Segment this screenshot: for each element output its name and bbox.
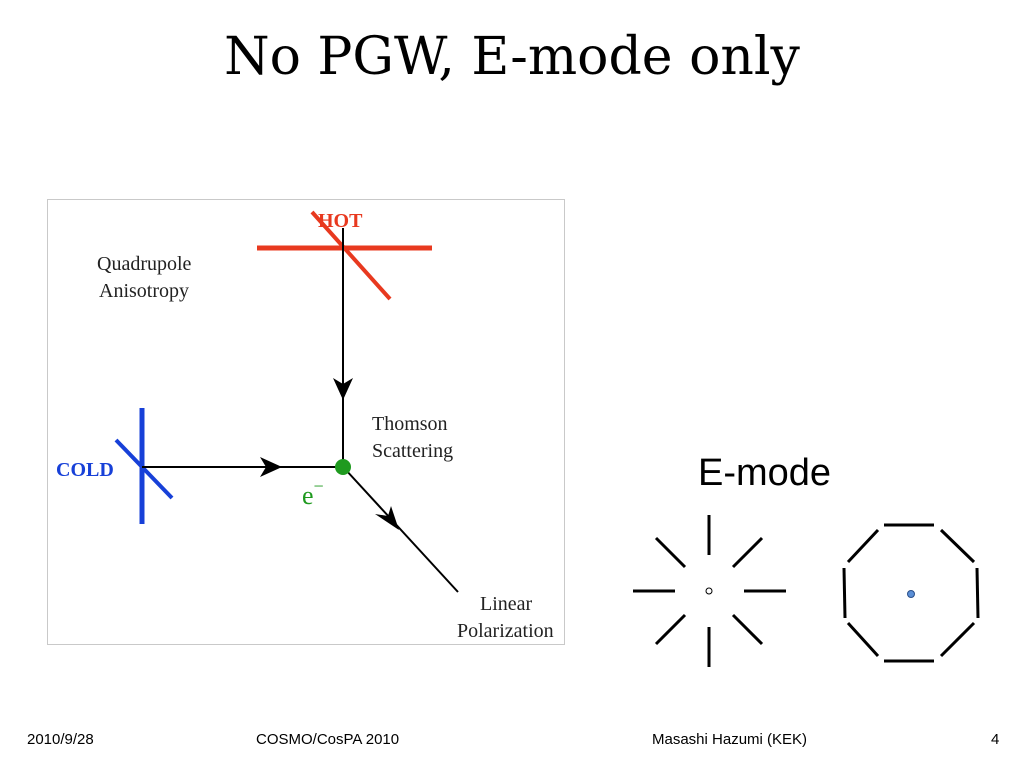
footer-conference: COSMO/CosPA 2010 [256,731,400,748]
quadrupole-label-line2: Anisotropy [99,280,189,302]
emode-tangential-pattern [842,523,980,663]
thomson-label-line1: Thomson [372,413,448,435]
cold-diagonal-bar [114,438,174,500]
footer-date: 2010/9/28 [27,731,94,748]
emode-label: E-mode [698,452,832,494]
electron-dot [335,459,351,475]
cold-ray-arrowhead [260,457,282,477]
linear-label-line2: Polarization [457,620,554,642]
emode-radial-center [705,587,713,595]
scattered-ray-arrowhead [375,506,399,530]
thomson-scattering-figure: HOT COLD e− Quadrupole Anisotropy Thomso… [47,199,565,645]
cold-label: COLD [56,459,114,481]
hot-ray-arrowhead [333,378,353,400]
slide-title: No PGW, E-mode only [224,27,800,87]
hot-diagonal-bar [310,210,392,301]
hot-label: HOT [318,210,363,232]
scattered-ray [344,468,459,593]
electron-label: e− [302,476,324,510]
thomson-label-line2: Scattering [372,440,453,462]
footer-author: Masashi Hazumi (KEK) [652,731,808,748]
emode-radial-pattern [633,515,786,667]
scattering-diagram: HOT COLD e− Quadrupole Anisotropy Thomso… [56,210,554,642]
emode-tangential-center [907,590,915,598]
linear-label-line1: Linear [480,593,533,615]
emode-patterns [633,515,980,667]
quadrupole-label-line1: Quadrupole [97,253,192,275]
page-number: 4 [991,731,1000,748]
